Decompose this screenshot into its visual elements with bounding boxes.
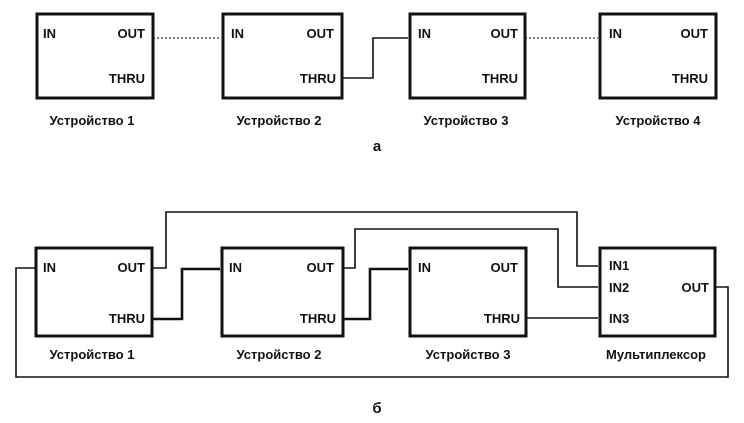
- device-a1-box: [35, 12, 155, 100]
- wire-b-out1-mux-in1: [152, 211, 598, 269]
- device-a1-thru-label: THRU: [109, 71, 145, 86]
- device-a4-box: [598, 12, 718, 100]
- device-a4-out-label: OUT: [681, 26, 709, 41]
- wire-b-mux-out-in1: [15, 267, 729, 378]
- device-a4-caption: Устройство 4: [616, 113, 702, 128]
- device-a4: IN OUT THRU Устройство 4: [598, 12, 718, 128]
- device-a2: IN OUT THRU Устройство 2: [221, 12, 344, 128]
- device-b2-out-label: OUT: [307, 260, 335, 275]
- device-a2-box: [221, 12, 344, 100]
- multiplexer-box: [598, 246, 717, 338]
- device-a3-out-label: OUT: [491, 26, 519, 41]
- device-b3-in-label: IN: [418, 260, 431, 275]
- device-a3-caption: Устройство 3: [424, 113, 509, 128]
- device-a2-thru-label: THRU: [300, 71, 336, 86]
- wire-b-thru1-in2: [152, 267, 220, 321]
- multiplexer-in2-label: IN2: [609, 280, 629, 295]
- device-b1-out-label: OUT: [118, 260, 146, 275]
- wire-a-thru2-in3: [342, 37, 408, 79]
- device-b2-box: [220, 246, 345, 338]
- device-b3-out-label: OUT: [491, 260, 519, 275]
- device-a1-caption: Устройство 1: [50, 113, 135, 128]
- device-a4-in-label: IN: [609, 26, 622, 41]
- device-b1-in-label: IN: [43, 260, 56, 275]
- device-b3-box: [408, 246, 528, 338]
- device-b1-caption: Устройство 1: [50, 347, 135, 362]
- diagram-b: IN OUT THRU Устройство 1 IN OUT THRU Уст…: [15, 211, 729, 417]
- multiplexer: IN1 IN2 IN3 OUT Мультиплексор: [598, 246, 717, 362]
- device-b3: IN OUT THRU Устройство 3: [408, 246, 528, 362]
- device-b3-thru-label: THRU: [484, 311, 520, 326]
- device-a3-box: [408, 12, 527, 100]
- figure-label-a: а: [373, 138, 382, 155]
- multiplexer-caption: Мультиплексор: [606, 347, 706, 362]
- figure-label-b: б: [372, 400, 381, 417]
- device-a2-caption: Устройство 2: [237, 113, 322, 128]
- multiplexer-out-label: OUT: [682, 280, 710, 295]
- device-a3: IN OUT THRU Устройство 3: [408, 12, 527, 128]
- device-b1-box: [34, 246, 154, 338]
- device-a3-thru-label: THRU: [482, 71, 518, 86]
- device-a1-out-label: OUT: [118, 26, 146, 41]
- device-b2-thru-label: THRU: [300, 311, 336, 326]
- device-b2-caption: Устройство 2: [237, 347, 322, 362]
- device-b3-caption: Устройство 3: [426, 347, 511, 362]
- device-a2-in-label: IN: [231, 26, 244, 41]
- device-b1: IN OUT THRU Устройство 1: [34, 246, 154, 362]
- diagram-a: IN OUT THRU Устройство 1 IN OUT THRU Уст…: [35, 12, 718, 155]
- wire-b-thru2-in3: [343, 267, 408, 321]
- wire-b-out2-mux-in2: [343, 228, 598, 288]
- multiplexer-in1-label: IN1: [609, 258, 629, 273]
- device-b2: IN OUT THRU Устройство 2: [220, 246, 345, 362]
- device-a2-out-label: OUT: [307, 26, 335, 41]
- device-b2-in-label: IN: [229, 260, 242, 275]
- device-b1-thru-label: THRU: [109, 311, 145, 326]
- multiplexer-in3-label: IN3: [609, 311, 629, 326]
- device-a3-in-label: IN: [418, 26, 431, 41]
- device-a1: IN OUT THRU Устройство 1: [35, 12, 155, 128]
- device-a1-in-label: IN: [43, 26, 56, 41]
- device-a4-thru-label: THRU: [672, 71, 708, 86]
